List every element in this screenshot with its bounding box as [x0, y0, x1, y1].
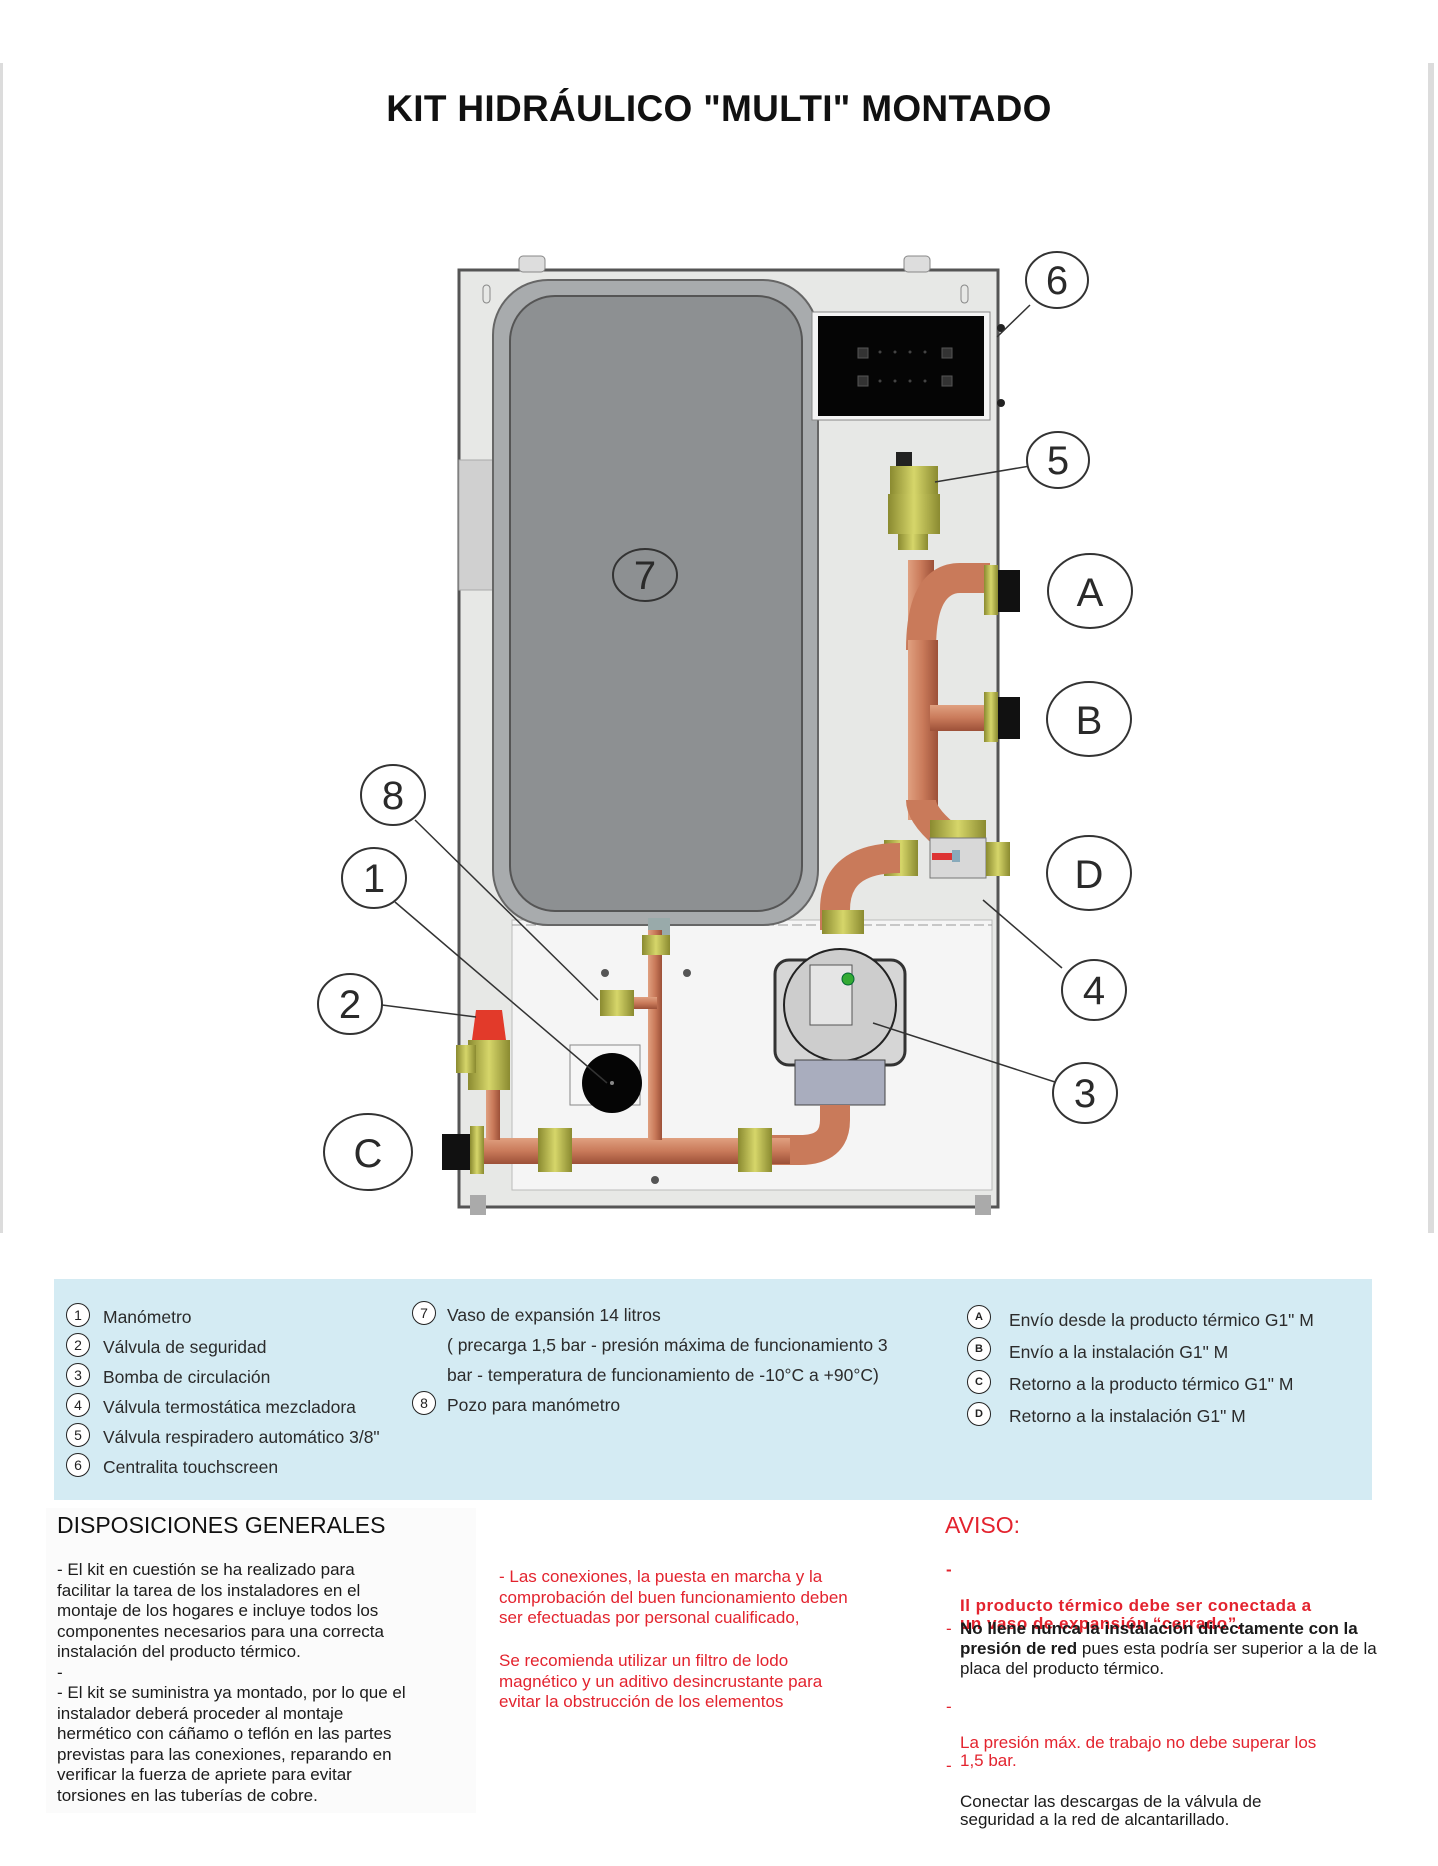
svg-text:1: 1 [363, 857, 385, 901]
legend-connection: Envío a la instalación G1" M [1009, 1342, 1229, 1362]
general-paragraph-1: - El kit en cuestión se ha realizado par… [57, 1560, 384, 1682]
legend-badge: A [967, 1305, 991, 1329]
svg-text:C: C [354, 1132, 383, 1176]
legend-badge: 8 [412, 1391, 436, 1415]
callout-5: 5 [1026, 431, 1090, 489]
callout-b: B [1046, 681, 1132, 757]
legend-badge: 4 [66, 1393, 90, 1417]
page-edge-left [0, 63, 3, 1233]
qualified-personnel-note: - Las conexiones, la puesta en marcha y … [499, 1567, 848, 1627]
component-legend: 1 Manómetro 2 Válvula de seguridad 3 Bom… [54, 1279, 1372, 1500]
svg-text:5: 5 [1047, 439, 1069, 483]
hydraulic-kit-diagram: 6 5 A B D 4 3 8 1 2 C 7 [317, 251, 1133, 1215]
control-panel-touchscreen [811, 311, 1005, 421]
svg-text:4: 4 [1083, 969, 1105, 1013]
expansion-vessel [492, 279, 819, 938]
svg-text:A: A [1077, 571, 1104, 615]
legend-item: Bomba de circulación [103, 1367, 271, 1387]
legend-item: Pozo para manómetro [447, 1395, 621, 1415]
callout-4: 4 [1061, 959, 1127, 1021]
return-pipework [442, 930, 790, 1174]
warning-item-drain-connection: - Conectar las descargas de la válvula d… [946, 1756, 1262, 1829]
legend-badge: 6 [66, 1453, 90, 1477]
svg-text:D: D [1075, 853, 1104, 897]
legend-item-vessel-detail: ( precarga 1,5 bar - presión máxima de f… [447, 1335, 888, 1355]
legend-badge: 5 [66, 1423, 90, 1447]
legend-badge: 1 [66, 1303, 90, 1327]
callout-2: 2 [317, 973, 383, 1035]
svg-text:2: 2 [339, 983, 361, 1027]
legend-connection: Envío desde la producto térmico G1" M [1009, 1310, 1314, 1330]
callout-1: 1 [341, 847, 407, 909]
legend-connection: Retorno a la producto térmico G1" M [1009, 1374, 1294, 1394]
svg-text:3: 3 [1074, 1072, 1096, 1116]
warning-item-mains-pressure: - No llene nunca la instalación directam… [946, 1619, 1377, 1678]
page-title: KIT HIDRÁULICO "MULTI" MONTADO [386, 88, 1052, 129]
general-paragraph-2: - El kit se suministra ya montado, por l… [57, 1683, 406, 1805]
legend-connection: Retorno a la instalación G1" M [1009, 1406, 1246, 1426]
svg-text:8: 8 [382, 774, 404, 818]
warning-item-closed-vessel: - Il producto térmico debe ser conectada… [946, 1560, 1312, 1633]
legend-item: Centralita touchscreen [103, 1457, 279, 1477]
callout-6: 6 [1025, 251, 1089, 309]
filter-recommendation-note: Se recomienda utilizar un filtro de lodo… [499, 1651, 823, 1711]
legend-badge: 3 [66, 1363, 90, 1387]
svg-text:7: 7 [634, 554, 656, 598]
callout-8: 8 [360, 764, 426, 826]
legend-badge: 2 [66, 1333, 90, 1357]
legend-badge: C [967, 1370, 991, 1394]
warning-item-max-pressure: - La presión máx. de trabajo no debe sup… [946, 1697, 1317, 1770]
legend-item: Válvula de seguridad [103, 1337, 267, 1357]
legend-item-vessel-detail: bar - temperatura de funcionamiento de -… [447, 1365, 879, 1385]
general-provisions-background [46, 1508, 476, 1813]
page-edge-right [1428, 63, 1434, 1233]
callout-d: D [1046, 835, 1132, 911]
legend-badge: D [967, 1402, 991, 1426]
svg-text:6: 6 [1046, 259, 1068, 303]
legend-badge: B [967, 1337, 991, 1361]
general-provisions-heading: DISPOSICIONES GENERALES [57, 1512, 386, 1538]
callout-7: 7 [612, 548, 678, 602]
warning-heading: AVISO: [945, 1512, 1020, 1538]
legend-item-vessel: Vaso de expansión 14 litros [447, 1305, 661, 1325]
callout-3: 3 [1052, 1062, 1118, 1124]
leader-lines [381, 304, 1063, 1084]
legend-item: Válvula termostática mezcladora [103, 1397, 356, 1417]
legend-badge: 7 [412, 1301, 436, 1325]
legend-item: Válvula respiradero automático 3/8" [103, 1427, 380, 1447]
svg-text:B: B [1076, 699, 1103, 743]
callout-a: A [1047, 553, 1133, 629]
supply-pipework [760, 452, 1020, 1165]
legend-item: Manómetro [103, 1307, 192, 1327]
callout-c: C [323, 1113, 413, 1191]
